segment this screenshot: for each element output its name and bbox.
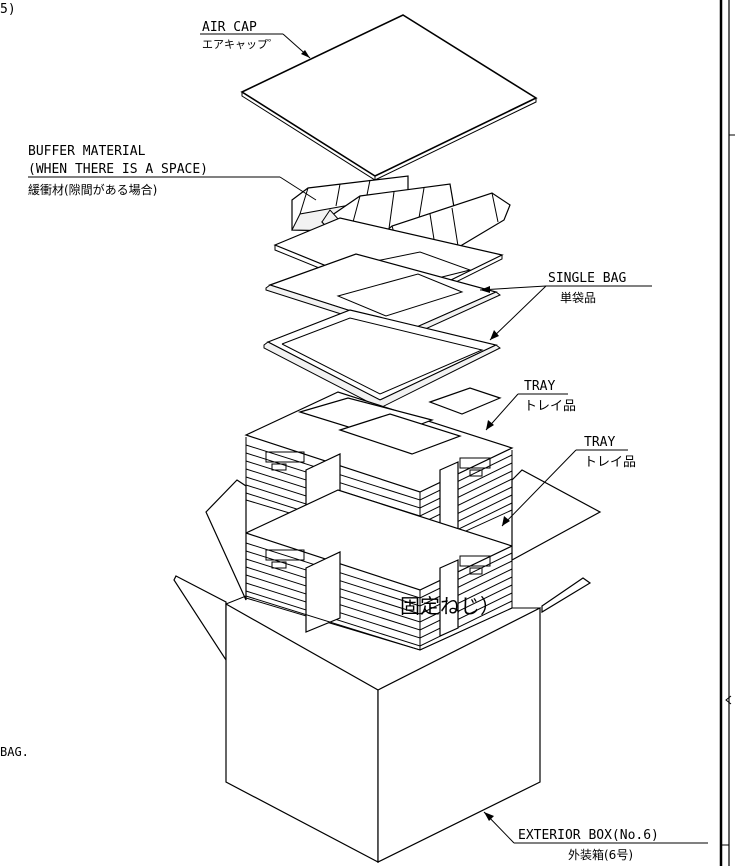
tray-label-2-en: TRAY [584,435,615,450]
box-label-jp: 外装箱(6号) [568,847,633,862]
buffer-label-en-1: BUFFER MATERIAL [28,144,146,159]
air-cap-label-jp: エアキャップ゜ [202,38,279,51]
fragment-left-bottom: BAG. [0,745,29,759]
exterior-box [173,469,602,863]
fragment-top-left: 5) [0,2,16,17]
leader-arrows [301,50,510,821]
air-cap-label-en: AIR CAP [202,20,257,35]
single-bag-label-en: SINGLE BAG [548,271,626,286]
tray-label-2-jp: トレイ品 [584,455,636,470]
leader-lines [28,33,708,844]
air-cap-sheet [240,14,538,181]
single-bag-label-jp: 単袋品 [560,291,596,305]
tray-label-1-jp: トレイ品 [524,399,576,414]
single-bag-lower [263,309,501,409]
drawing-frame [719,0,735,866]
tray-stack-lower [244,489,514,651]
box-label-en: EXTERIOR BOX(No.6) [518,828,659,843]
fragment-left-middle: 固定ねじ） [400,594,500,618]
buffer-label-jp: 緩衝材(隙間がある場合) [28,182,157,197]
buffer-label-en-2: (WHEN THERE IS A SPACE) [28,162,208,177]
tray-label-1-en: TRAY [524,379,555,394]
